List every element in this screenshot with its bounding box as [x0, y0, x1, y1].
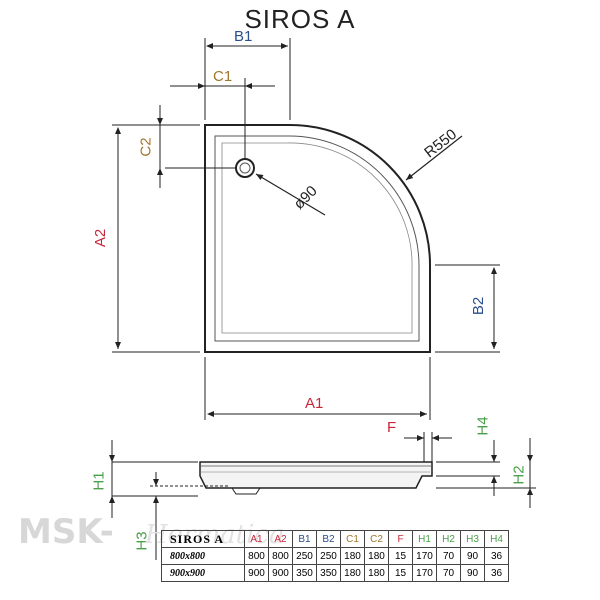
- tray-basin-outline: [221, 142, 413, 334]
- table-value-cell: 170: [412, 564, 437, 582]
- table-value-cell: 800: [268, 547, 293, 565]
- label-a1: A1: [305, 395, 324, 412]
- label-h2: H2: [510, 465, 528, 485]
- table-header-cell: SIROS A: [161, 530, 245, 548]
- label-b2: B2: [470, 296, 488, 316]
- table-value-cell: 250: [316, 547, 341, 565]
- table-value-cell: 15: [388, 564, 413, 582]
- label-f: F: [387, 419, 397, 436]
- label-a2: A2: [92, 228, 110, 248]
- table-value-cell: 36: [484, 547, 509, 565]
- diagram-title: SIROS A: [244, 4, 356, 34]
- table-model-cell: 800x800: [161, 547, 245, 565]
- table-value-cell: 90: [460, 564, 485, 582]
- table-header-cell: B2: [316, 530, 341, 548]
- table-value-cell: 900: [268, 564, 293, 582]
- table-value-cell: 250: [292, 547, 317, 565]
- label-c1: C1: [213, 68, 233, 85]
- label-h1: H1: [90, 471, 108, 491]
- table-model-cell: 900x900: [161, 564, 245, 582]
- table-value-cell: 350: [292, 564, 317, 582]
- table-header-cell: H4: [484, 530, 509, 548]
- table-value-cell: 180: [364, 564, 389, 582]
- table-value-cell: 350: [316, 564, 341, 582]
- table-value-cell: 15: [388, 547, 413, 565]
- watermark-text: MSK-: [18, 512, 114, 552]
- table-value-cell: 900: [244, 564, 269, 582]
- drain-inner: [239, 162, 251, 174]
- table-header-cell: H2: [436, 530, 461, 548]
- table-value-cell: 36: [484, 564, 509, 582]
- table-value-cell: 90: [460, 547, 485, 565]
- table-header-cell: C1: [340, 530, 365, 548]
- table-header-cell: C2: [364, 530, 389, 548]
- table-value-cell: 180: [340, 547, 365, 565]
- table-header-cell: A1: [244, 530, 269, 548]
- tray-outline: [204, 124, 431, 353]
- table-value-cell: 170: [412, 547, 437, 565]
- table-value-cell: 70: [436, 547, 461, 565]
- table-header-cell: H3: [460, 530, 485, 548]
- label-h4: H4: [474, 416, 492, 436]
- label-b1: B1: [234, 28, 253, 45]
- table-header-cell: B1: [292, 530, 317, 548]
- drain-circle: [235, 158, 255, 178]
- table-value-cell: 800: [244, 547, 269, 565]
- label-c2: C2: [137, 137, 155, 157]
- table-value-cell: 70: [436, 564, 461, 582]
- table-header-cell: F: [388, 530, 413, 548]
- tray-inner-outline: [214, 135, 420, 342]
- table-value-cell: 180: [340, 564, 365, 582]
- table-value-cell: 180: [364, 547, 389, 565]
- tray-side-profile: [199, 461, 433, 489]
- table-header-cell: H1: [412, 530, 437, 548]
- table-header-cell: A2: [268, 530, 293, 548]
